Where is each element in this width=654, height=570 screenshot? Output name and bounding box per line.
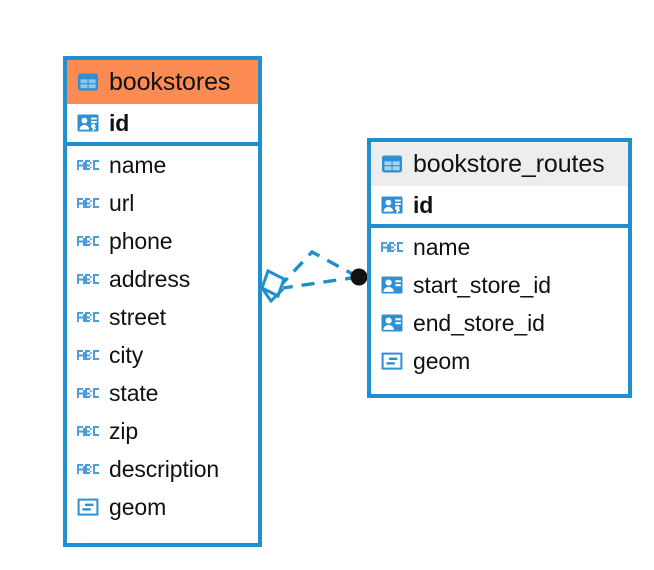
- text-type-icon: [77, 160, 99, 170]
- field-label-address: address: [109, 265, 191, 292]
- field-row-url[interactable]: url: [67, 184, 258, 222]
- text-type-icon: [77, 388, 99, 398]
- field-row-geom[interactable]: geom: [371, 342, 628, 380]
- field-label-id: id: [413, 191, 434, 218]
- field-list-bookstores: name url: [67, 146, 258, 526]
- entity-table-bookstores[interactable]: bookstores id: [63, 56, 262, 547]
- field-label-url: url: [109, 189, 135, 216]
- text-type-icon: [381, 242, 403, 252]
- field-row-address[interactable]: address: [67, 260, 258, 298]
- text-type-icon: [77, 350, 99, 360]
- field-row-street[interactable]: street: [67, 298, 258, 336]
- field-label-name: name: [413, 233, 471, 260]
- entity-title-bookstores: bookstores: [109, 67, 231, 96]
- field-row-city[interactable]: city: [67, 336, 258, 374]
- field-row-state[interactable]: state: [67, 374, 258, 412]
- entity-header-bookstores[interactable]: bookstores: [67, 60, 258, 104]
- foreign-key-icon: [381, 276, 403, 294]
- text-type-icon: [77, 274, 99, 284]
- relationship-diamond-marker: [260, 268, 286, 304]
- field-list-bookstore-routes: name start_store_id: [371, 228, 628, 380]
- text-type-icon: [77, 426, 99, 436]
- field-row-end-store-id[interactable]: end_store_id: [371, 304, 628, 342]
- entity-title-bookstore-routes: bookstore_routes: [413, 149, 605, 178]
- text-type-icon: [77, 198, 99, 208]
- field-label-state: state: [109, 379, 159, 406]
- field-row-id[interactable]: id: [371, 186, 628, 224]
- relationship-branch-lower: [282, 275, 359, 290]
- field-label-zip: zip: [109, 417, 139, 444]
- field-row-description[interactable]: description: [67, 450, 258, 488]
- relationship-dot-marker: [350, 268, 368, 286]
- field-label-geom: geom: [109, 493, 167, 520]
- field-label-phone: phone: [109, 227, 173, 254]
- primary-key-icon: [77, 114, 99, 132]
- field-label-start-store-id: start_store_id: [413, 271, 551, 298]
- field-label-geom: geom: [413, 347, 471, 374]
- field-row-phone[interactable]: phone: [67, 222, 258, 260]
- entity-table-bookstore-routes[interactable]: bookstore_routes id: [367, 138, 632, 398]
- field-label-id: id: [109, 109, 130, 136]
- field-label-city: city: [109, 341, 144, 368]
- primary-key-section-bookstore-routes: id: [371, 186, 628, 228]
- field-label-street: street: [109, 303, 166, 330]
- field-label-end-store-id: end_store_id: [413, 309, 545, 336]
- field-row-name[interactable]: name: [371, 228, 628, 266]
- relationship-branch-upper: [279, 249, 359, 287]
- field-row-name[interactable]: name: [67, 146, 258, 184]
- text-type-icon: [77, 236, 99, 246]
- foreign-key-icon: [381, 314, 403, 332]
- geometry-type-icon: [77, 498, 99, 516]
- text-type-icon: [77, 312, 99, 322]
- entity-header-bookstore-routes[interactable]: bookstore_routes: [371, 142, 628, 186]
- text-type-icon: [77, 464, 99, 474]
- field-row-id[interactable]: id: [67, 104, 258, 142]
- field-label-description: description: [109, 455, 220, 482]
- field-row-zip[interactable]: zip: [67, 412, 258, 450]
- field-label-name: name: [109, 151, 167, 178]
- table-icon: [78, 73, 98, 91]
- primary-key-icon: [381, 196, 403, 214]
- field-row-start-store-id[interactable]: start_store_id: [371, 266, 628, 304]
- primary-key-section-bookstores: id: [67, 104, 258, 146]
- table-icon: [382, 155, 402, 173]
- geometry-type-icon: [381, 352, 403, 370]
- field-row-geom[interactable]: geom: [67, 488, 258, 526]
